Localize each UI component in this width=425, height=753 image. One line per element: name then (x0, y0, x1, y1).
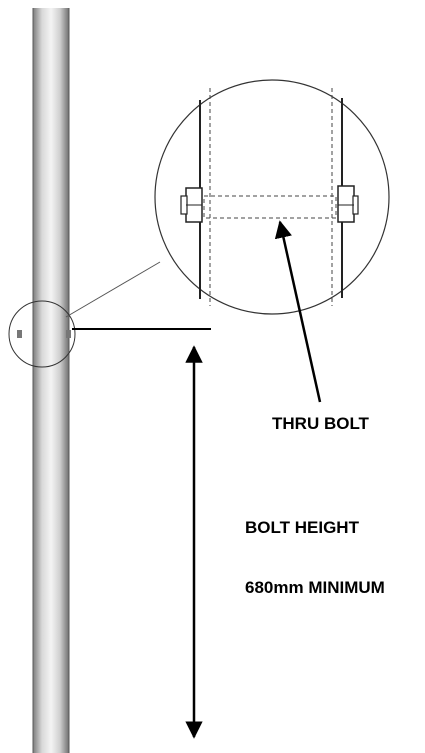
bolt-stub-left (17, 330, 22, 338)
bolt-location-circle (8, 300, 76, 368)
pole-body (33, 8, 69, 753)
bolt-nut-right (337, 185, 355, 223)
bolt-stub-right (66, 330, 71, 338)
pole (32, 8, 70, 753)
bolt-height-label: BOLT HEIGHT (245, 518, 359, 537)
magnified-detail-circle (154, 79, 390, 315)
bolt-height-minimum-label: 680mm MINIMUM (245, 578, 385, 597)
thru-bolt-label: THRU BOLT (272, 414, 369, 433)
detail-leader-line (65, 261, 161, 318)
bolt-shaft (203, 195, 337, 219)
thru-bolt-pointer-arrow (274, 220, 322, 403)
bolt-location-marker (8, 300, 76, 368)
magnified-bolt-detail (154, 79, 390, 315)
